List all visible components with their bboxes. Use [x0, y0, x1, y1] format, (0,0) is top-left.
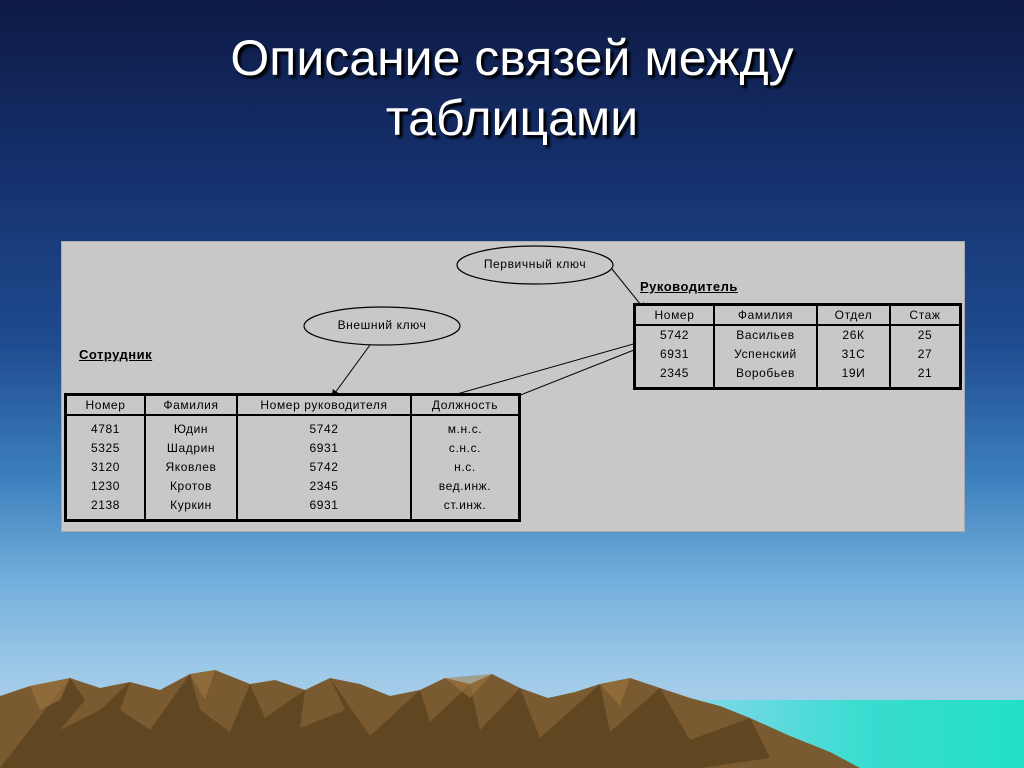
- employee-col-number: Номер: [64, 393, 146, 416]
- table-cell: ст.инж.: [443, 498, 487, 512]
- employee-header-row: Номер Фамилия Номер руководителя Должнос…: [64, 393, 521, 416]
- manager-col-surname: Фамилия: [713, 303, 818, 326]
- table-cell: н.с.: [454, 460, 476, 474]
- table-cell: с.н.с.: [448, 441, 482, 455]
- table-cell: 5742: [309, 422, 339, 436]
- title-line-1: Описание связей между: [230, 30, 794, 86]
- table-cell: 5742: [659, 328, 690, 342]
- manager-table-label: Руководитель: [640, 279, 738, 294]
- table-cell: 5742: [309, 460, 339, 474]
- employee-position-column: м.н.с. с.н.с. н.с. вед.инж. ст.инж.: [410, 415, 521, 521]
- arrow-foreign-key: [331, 344, 371, 398]
- table-cell: 4781: [90, 422, 121, 436]
- table-cell: 27: [917, 347, 933, 361]
- employee-col-position: Должность: [410, 393, 521, 416]
- manager-header-row: Номер Фамилия Отдел Стаж: [633, 303, 962, 326]
- table-cell: м.н.с.: [447, 422, 483, 436]
- table-cell: 5325: [90, 441, 121, 455]
- manager-surname-column: Васильев Успенский Воробьев: [713, 325, 818, 389]
- table-cell: 1230: [90, 479, 121, 493]
- table-cell: 2345: [659, 366, 690, 380]
- mountain-landscape: [0, 670, 1024, 768]
- diagram-panel: Первичный ключ Внешний ключ Сотрудник Ру…: [61, 241, 965, 532]
- table-cell: 19И: [841, 366, 866, 380]
- manager-data-row: 5742 6931 2345 Васильев Успенский Воробь…: [633, 325, 962, 389]
- table-cell: 6931: [309, 498, 339, 512]
- table-cell: Яковлев: [165, 460, 217, 474]
- employee-col-surname: Фамилия: [144, 393, 238, 416]
- slide-title: Описание связей между таблицами: [0, 28, 1024, 148]
- table-cell: 31С: [841, 347, 866, 361]
- table-cell: Шадрин: [166, 441, 216, 455]
- employee-manager-number-column: 5742 6931 5742 2345 6931: [236, 415, 412, 521]
- manager-col-department: Отдел: [816, 303, 891, 326]
- table-cell: Куркин: [170, 498, 212, 512]
- mountain-highlights: [30, 670, 630, 710]
- table-cell: Юдин: [173, 422, 209, 436]
- manager-experience-column: 25 27 21: [889, 325, 962, 389]
- employee-data-row: 4781 5325 3120 1230 2138 Юдин Шадрин Яко…: [64, 415, 521, 521]
- foreign-key-bubble: [303, 306, 461, 346]
- title-line-2: таблицами: [385, 90, 639, 146]
- table-cell: 2345: [309, 479, 339, 493]
- table-cell: вед.инж.: [438, 479, 492, 493]
- employee-col-manager-number: Номер руководителя: [236, 393, 412, 416]
- table-cell: Кротов: [169, 479, 213, 493]
- table-cell: 3120: [90, 460, 121, 474]
- employee-table-label: Сотрудник: [79, 347, 153, 362]
- table-cell: Воробьев: [736, 366, 795, 380]
- manager-table: Номер Фамилия Отдел Стаж 5742 6931 2345 …: [633, 303, 962, 390]
- table-cell: Успенский: [734, 347, 797, 361]
- table-cell: 25: [917, 328, 933, 342]
- manager-department-column: 26К 31С 19И: [816, 325, 891, 389]
- table-cell: Васильев: [736, 328, 795, 342]
- table-cell: 26К: [842, 328, 865, 342]
- employee-number-column: 4781 5325 3120 1230 2138: [64, 415, 146, 521]
- table-cell: 2138: [90, 498, 121, 512]
- manager-number-column: 5742 6931 2345: [633, 325, 715, 389]
- primary-key-bubble: [456, 245, 614, 285]
- foreign-key-label: Внешний ключ: [337, 318, 427, 332]
- manager-col-number: Номер: [633, 303, 715, 326]
- manager-col-experience: Стаж: [889, 303, 962, 326]
- table-cell: 6931: [659, 347, 690, 361]
- mountain-shadows: [0, 674, 770, 768]
- table-cell: 6931: [309, 441, 339, 455]
- employee-surname-column: Юдин Шадрин Яковлев Кротов Куркин: [144, 415, 238, 521]
- primary-key-label: Первичный ключ: [483, 257, 587, 271]
- table-cell: 21: [917, 366, 933, 380]
- employee-table: Номер Фамилия Номер руководителя Должнос…: [64, 393, 521, 522]
